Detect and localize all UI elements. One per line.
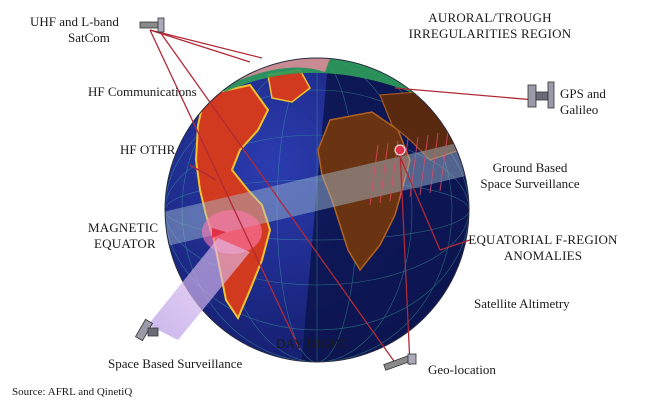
label-hf-othr: HF OTHR — [120, 142, 176, 157]
anomaly-hatching — [369, 130, 449, 206]
label-equatorial-line1: EQUATORIAL F-REGION — [468, 232, 618, 247]
surveillance-beam — [148, 238, 250, 340]
label-gps-line1: GPS and — [560, 86, 606, 101]
label-ground-line1: Ground Based — [492, 160, 568, 175]
label-magnetic-equator: MAGNETIC EQUATOR — [88, 220, 158, 252]
label-magnetic-line1: MAGNETIC — [88, 220, 159, 235]
label-uhf-line1: UHF and L-band — [30, 14, 119, 29]
label-uhf-satcom: UHF and L-band SatCom — [30, 14, 119, 46]
label-auroral-line2: IRREGULARITIES REGION — [408, 26, 572, 41]
label-hf-communications: HF Communications — [88, 84, 197, 99]
label-ground-line2: Space Surveillance — [480, 176, 580, 191]
label-equatorial-anomalies: EQUATORIAL F-REGION ANOMALIES — [458, 232, 628, 264]
label-gps-galileo: GPS and Galileo — [560, 86, 606, 118]
landmass-americas — [194, 83, 272, 321]
label-auroral-region: AURORAL/TROUGH IRREGULARITIES REGION — [390, 10, 590, 42]
label-equatorial-line2: ANOMALIES — [503, 248, 583, 263]
label-day-night: DAY NIGHT — [276, 336, 348, 351]
satellite-uhf — [139, 17, 165, 33]
ground-station-marker — [394, 144, 406, 156]
globe — [164, 57, 470, 363]
label-auroral-line1: AURORAL/TROUGH — [428, 10, 552, 25]
auroral-glow — [235, 58, 330, 80]
satellite-gps — [527, 81, 555, 109]
label-geo-location: Geo-location — [428, 362, 496, 377]
satellite-geo — [383, 353, 417, 371]
link-lines — [149, 29, 536, 366]
magnetic-equator-arrow — [212, 228, 226, 238]
label-magnetic-line2: EQUATOR — [94, 236, 156, 251]
source-credit: Source: AFRL and QinetiQ — [12, 386, 133, 398]
label-space-based-surveillance: Space Based Surveillance — [108, 356, 243, 371]
label-uhf-line2: SatCom — [68, 30, 110, 45]
label-gps-line2: Galileo — [560, 102, 599, 117]
label-satellite-altimetry: Satellite Altimetry — [474, 296, 570, 311]
label-ground-based: Ground Based Space Surveillance — [460, 160, 600, 192]
satellite-space-based — [134, 318, 159, 342]
